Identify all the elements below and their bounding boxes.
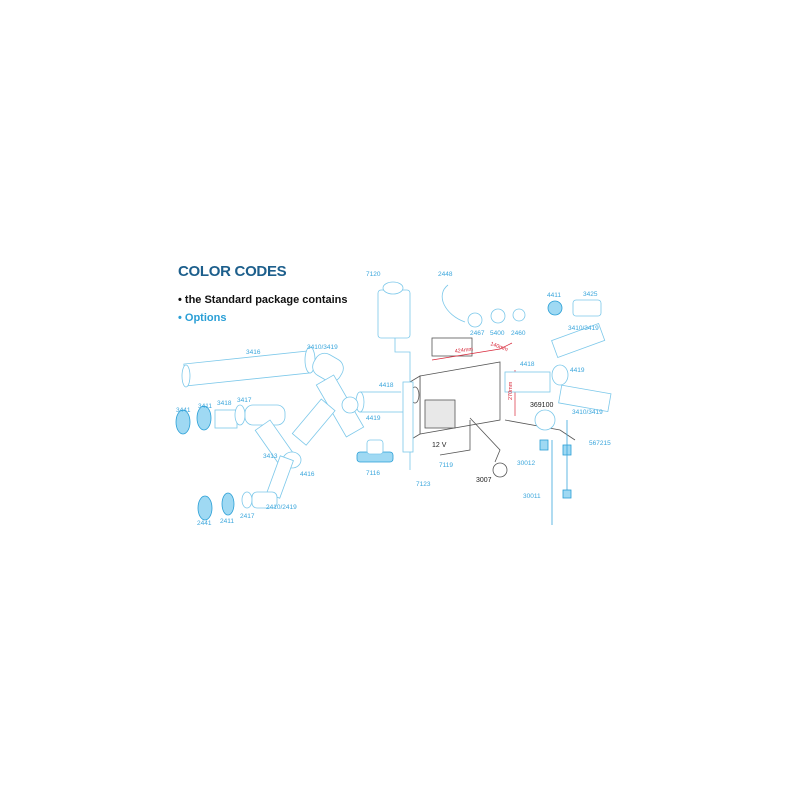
part-label: 3410/3419 bbox=[568, 325, 599, 332]
part-label: 2467 bbox=[470, 330, 485, 337]
part-label: 4416 bbox=[300, 471, 315, 478]
part-label: 3425 bbox=[583, 291, 598, 298]
legend-standard: • the Standard package contains bbox=[178, 294, 348, 306]
wiring-harness bbox=[439, 417, 576, 478]
part-label: 2441 bbox=[197, 520, 212, 527]
part-label: 7120 bbox=[366, 271, 381, 278]
part-label: 3410/3419 bbox=[307, 344, 338, 351]
part-label: 567215 bbox=[589, 440, 611, 447]
pipe-3413-chain bbox=[175, 398, 336, 521]
part-label: 3418 bbox=[217, 400, 232, 407]
part-label: 3410/3419 bbox=[572, 409, 603, 416]
part-label: 2448 bbox=[438, 271, 453, 278]
part-label: 2417 bbox=[240, 513, 255, 520]
part-label: 30011 bbox=[523, 493, 541, 500]
part-label: 3413 bbox=[263, 453, 278, 460]
part-label: 4419 bbox=[366, 415, 381, 422]
part-label: 7119 bbox=[439, 462, 453, 469]
duct-2448 bbox=[441, 284, 602, 328]
part-label: 3417 bbox=[237, 397, 252, 404]
part-label: 2411 bbox=[220, 518, 234, 525]
color-codes-title: COLOR CODES bbox=[178, 263, 287, 280]
part-label: 12 V bbox=[432, 442, 447, 449]
part-label: 2410/2419 bbox=[266, 504, 297, 511]
part-label: 7123 bbox=[416, 481, 431, 488]
legend-options: • Options bbox=[178, 312, 227, 324]
part-label: 3007 bbox=[476, 477, 492, 484]
pipes-right bbox=[504, 322, 612, 413]
heater-unit bbox=[402, 337, 501, 453]
part-label: 369100 bbox=[530, 402, 553, 409]
part-label: 4418 bbox=[520, 361, 535, 368]
pump-7116 bbox=[356, 439, 394, 463]
part-label: 4411 bbox=[547, 292, 561, 299]
dimension-width: 424mm bbox=[454, 346, 473, 355]
pipe-4418-left bbox=[341, 391, 411, 414]
sensors-options bbox=[534, 409, 572, 525]
part-label: 4419 bbox=[570, 367, 585, 374]
dimension-height: 270mm bbox=[508, 381, 514, 400]
part-label: 3411 bbox=[198, 403, 212, 410]
part-label: 2460 bbox=[511, 330, 526, 337]
pipe-3416 bbox=[181, 346, 365, 438]
part-label: 3416 bbox=[246, 349, 261, 356]
part-label: 5400 bbox=[490, 330, 505, 337]
part-label: 3441 bbox=[176, 407, 191, 414]
part-label: 30012 bbox=[517, 460, 535, 467]
dimension-depth: 140mm bbox=[489, 341, 509, 353]
part-label: 7116 bbox=[366, 470, 380, 477]
part-label: 4418 bbox=[379, 382, 394, 389]
